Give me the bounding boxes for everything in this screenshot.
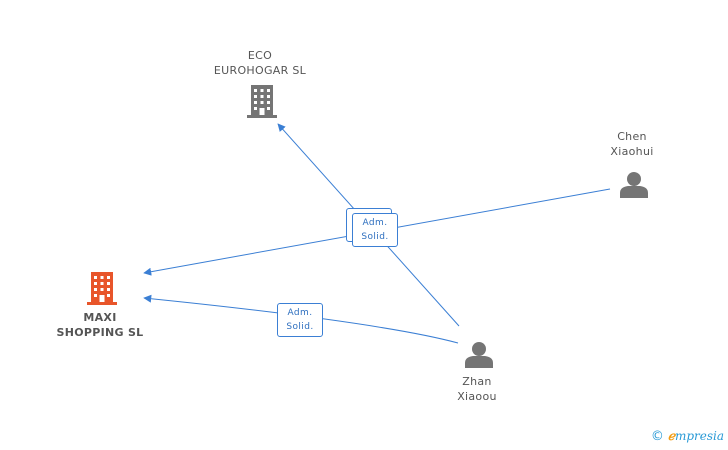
person-icon[interactable] (620, 172, 648, 198)
node-label-line: Zhan (462, 375, 492, 388)
edge-role-line: Solid. (361, 232, 389, 242)
node-label-line: ECO (247, 49, 273, 62)
node-label-line: EUROHOGAR SL (213, 64, 307, 77)
building-icon[interactable] (87, 272, 117, 305)
edge-badge-zhan-eco[interactable]: Adm. Solid. (352, 213, 398, 247)
node-label-zhan-xiaoou[interactable]: Zhan Xiaoou (437, 374, 517, 404)
node-label-eco-eurohogar[interactable]: ECO EUROHOGAR SL (200, 48, 320, 78)
building-icon[interactable] (247, 85, 277, 118)
brand-logo-text: mpresia (674, 429, 724, 443)
node-label-line: Xiaoou (457, 390, 497, 403)
node-label-line: MAXI (83, 311, 117, 324)
person-icon[interactable] (465, 342, 493, 368)
node-label-maxi-shopping[interactable]: MAXI SHOPPING SL (40, 310, 160, 340)
node-label-line: Xiaohui (610, 145, 654, 158)
edge-zhan-to-maxi (143, 294, 459, 344)
edge-role-line: Solid. (286, 322, 314, 332)
copyright-icon: © (650, 429, 664, 444)
node-label-chen-xiaohui[interactable]: Chen Xiaohui (592, 129, 672, 159)
edge-role-line: Adm. (287, 308, 313, 318)
node-label-line: SHOPPING SL (56, 326, 144, 339)
edge-role-line: Adm. (362, 218, 388, 228)
edge-badge-zhan-maxi[interactable]: Adm. Solid. (277, 303, 323, 337)
brand-logo-initial: ℯ (667, 429, 675, 443)
empresia-footer[interactable]: ©ℯmpresia (651, 429, 724, 444)
node-label-line: Chen (617, 130, 647, 143)
